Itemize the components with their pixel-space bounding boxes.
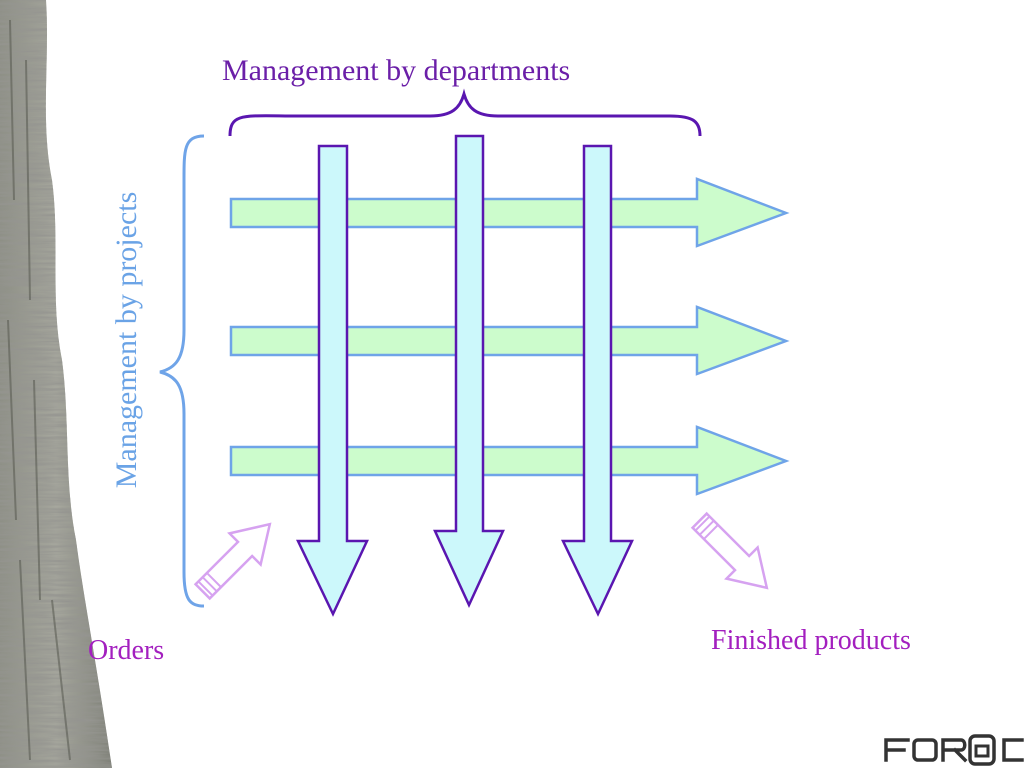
finished-products-label: Finished products — [711, 625, 911, 656]
project-arrow-3 — [229, 425, 790, 496]
orders-arrow — [193, 522, 272, 601]
project-arrow-1 — [229, 177, 790, 248]
orders-label: Orders — [88, 635, 165, 666]
projects-label: Management by projects — [110, 191, 143, 489]
department-arrow-3 — [561, 144, 634, 617]
department-arrow-2 — [433, 134, 505, 608]
project-arrow-2 — [229, 305, 790, 376]
projects-brace — [159, 134, 205, 608]
departments-label: Management by departments — [222, 54, 571, 87]
departments-brace — [228, 88, 702, 137]
tree-bark-image — [0, 0, 112, 768]
department-arrow-1 — [296, 144, 369, 617]
forac-logo — [884, 734, 1024, 766]
finished-products-arrow — [690, 511, 769, 590]
